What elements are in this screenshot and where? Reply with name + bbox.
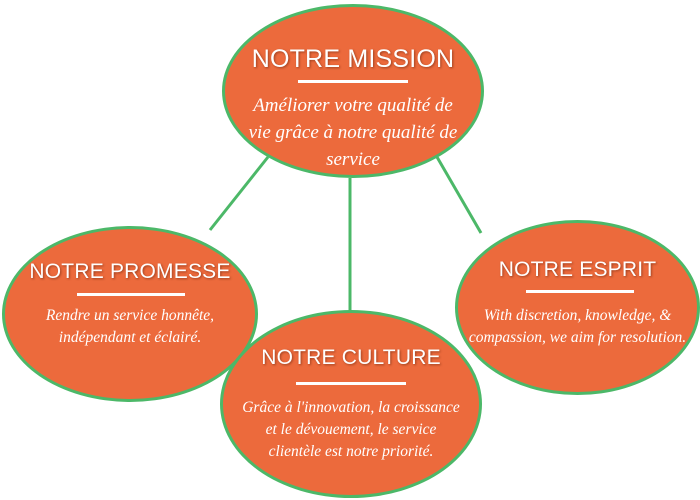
mission-text: Améliorer votre qualité de vie grâce à n…: [248, 95, 458, 170]
node-mission: NOTRE MISSION Améliorer votre qualité de…: [222, 4, 484, 178]
node-esprit: NOTRE ESPRIT With discretion, knowledge,…: [455, 220, 700, 395]
node-culture: NOTRE CULTURE Grâce à l'innovation, la c…: [220, 310, 482, 498]
mission-title: NOTRE MISSION: [251, 45, 455, 73]
mission-divider: [298, 80, 408, 83]
culture-divider: [296, 382, 406, 385]
esprit-title: NOTRE ESPRIT: [498, 258, 657, 281]
promesse-text: Rendre un service honnête, indépendant e…: [45, 307, 215, 346]
esprit-text: With discretion, knowledge, & compassion…: [468, 307, 687, 346]
culture-text: Grâce à l'innovation, la croissance et l…: [242, 399, 460, 460]
promesse-divider: [77, 293, 185, 296]
esprit-divider: [526, 290, 634, 293]
connector-mission-promesse: [208, 156, 270, 231]
promesse-title: NOTRE PROMESSE: [29, 260, 231, 283]
node-promesse: NOTRE PROMESSE Rendre un service honnête…: [2, 226, 258, 402]
connector-mission-esprit: [435, 156, 483, 234]
culture-title: NOTRE CULTURE: [261, 346, 441, 369]
